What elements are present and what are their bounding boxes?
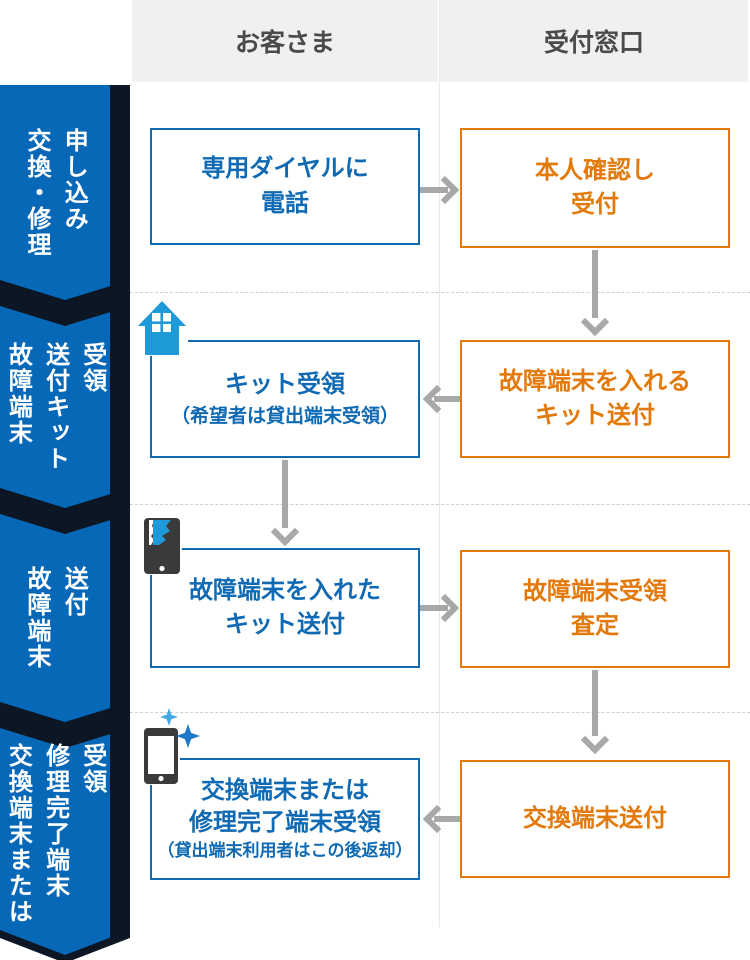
flow-box-broken-kit-send: 故障端末を入れた キット送付 [150,548,420,668]
house-icon [136,300,188,356]
arrow-down-icon [270,517,300,547]
flow-box-assessment-label: 故障端末受領 査定 [523,577,667,639]
flow-box-identity-accept-label: 本人確認し 受付 [535,156,655,218]
broken-phone-icon [142,516,182,575]
arrow-brokensend-to-assess-shaft [420,605,448,611]
arrow-left-icon [422,384,452,414]
header-column-customer: お客さま [132,0,438,82]
flow-box-assessment: 故障端末受領 査定 [460,550,730,668]
flow-box-broken-kit-send-label: 故障端末を入れた キット送付 [189,576,381,638]
sparkling-phone-icon [142,727,180,785]
arrow-replacementsend-to-receive-shaft [434,816,460,822]
column-divider-line [439,0,440,927]
flow-box-replacement-receive-note: （貸出端末利用者はこの後返却） [157,840,413,860]
dashed-separator-2 [130,504,750,505]
arrow-down-icon [580,307,610,337]
flow-box-kit-receive: キット受領 （希望者は貸出端末受領） [150,340,420,458]
sidebar-step-kit-receive: 故障端末 送付キット 受領 [0,306,110,508]
sidebar-step-replacement-receive: 交換端末または 修理完了端末 受領 [0,732,110,936]
flow-box-kit-receive-note: （希望者は貸出端末受領） [170,406,399,428]
flow-box-call-dial: 専用ダイヤルに 電話 [150,128,420,245]
flow-box-call-dial-label: 専用ダイヤルに 電話 [201,155,369,217]
flow-box-kit-receive-label: キット受領 [225,371,345,399]
flow-box-identity-accept: 本人確認し 受付 [460,128,730,248]
arrow-assess-to-replacementsend-shaft [592,670,598,736]
sidebar-step-application: 交換・修理 申し込み [0,85,110,300]
header-reception-label: 受付窓口 [543,29,644,57]
arrow-right-icon [430,175,460,205]
flow-box-kit-send: 故障端末を入れる キット送付 [460,340,730,458]
sidebar-step-replacement-receive-label: 交換端末または 修理完了端末 受領 [4,743,106,925]
sidebar-step-broken-send-label: 故障端末 送付 [23,566,88,670]
flow-box-replacement-receive: 交換端末または 修理完了端末受領 （貸出端末利用者はこの後返却） [150,758,420,880]
flow-box-replacement-send: 交換端末送付 [460,760,730,878]
header-customer-label: お客さま [234,29,335,57]
flow-box-replacement-send-label: 交換端末送付 [523,804,667,832]
dashed-separator-1 [130,292,750,293]
sparkles-icon [160,708,204,754]
sidebar-step-broken-send: 故障端末 送付 [0,514,110,722]
arrow-kitsend-to-kitreceive-shaft [434,396,460,402]
sidebar-step-application-label: 交換・修理 申し込み [23,127,88,258]
arrow-call-to-accept-shaft [420,187,448,193]
arrow-right-icon [430,593,460,623]
arrow-down-icon [580,725,610,755]
arrow-kitreceive-to-brokensend-shaft [282,460,288,528]
arrow-left-icon [422,804,452,834]
flow-box-replacement-receive-label: 交換端末または 修理完了端末受領 [189,777,381,836]
dashed-separator-3 [130,712,750,713]
arrow-accept-to-kitsend-shaft [592,250,598,318]
header-column-reception: 受付窓口 [440,0,748,82]
sidebar-step-kit-receive-label: 故障端末 送付キット 受領 [4,342,106,472]
flow-box-kit-send-label: 故障端末を入れる キット送付 [499,367,691,429]
